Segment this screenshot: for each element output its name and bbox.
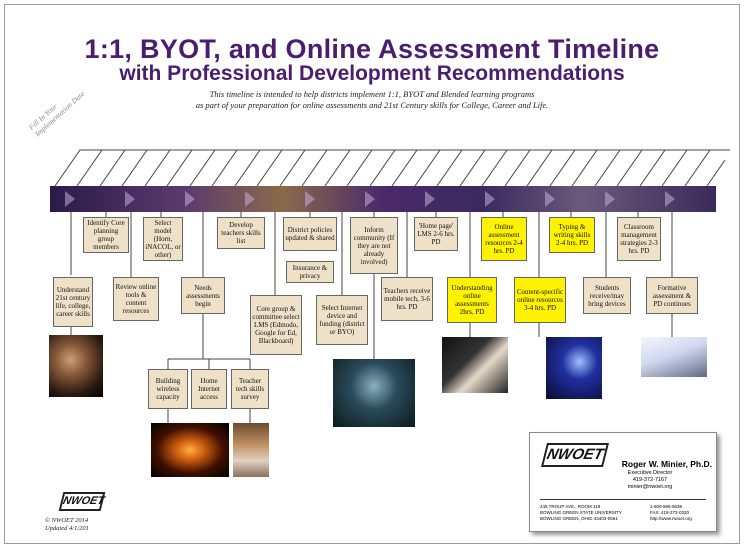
card-divider: [540, 499, 706, 500]
nwoet-card-logo: NWOET: [541, 443, 609, 467]
step-formative-assessment: Formative assessment & PD continues: [646, 277, 698, 314]
card-addr-line-1: 245 TROUP AVE., ROOM 119: [540, 504, 601, 509]
card-contact: 1-800-966-9638 FAX: 419-372-0320 http://…: [650, 504, 692, 522]
page-title: 1:1, BYOT, and Online Assessment Timelin…: [84, 34, 660, 64]
step-teachers-mobile-tech: Teachers receive mobile tech, 3-6 hrs. P…: [381, 277, 433, 321]
connector-lines: [54, 149, 730, 423]
timeline-band: [50, 186, 716, 212]
arrow-icon: [125, 191, 135, 207]
step-needs-assessments: Needs assessments begin: [181, 277, 225, 314]
step-home-page-lms: 'Home page' LMS 2-6 hrs. PD: [414, 217, 458, 251]
online-screen-photo: [546, 337, 602, 399]
intro-line-2: as part of your preparation for online a…: [195, 100, 549, 110]
card-address: 245 TROUP AVE., ROOM 119 BOWLING GREEN S…: [540, 504, 622, 522]
copyright-text: © NWOET 2014: [45, 517, 89, 524]
step-develop-skills: Develop teachers skills list: [217, 217, 265, 249]
students-graduation-photo: [49, 335, 103, 397]
card-addr-line-2: BOWLING GREEN STATE UNIVERSITY: [540, 510, 622, 515]
step-select-model: Select model (Horn, iNACOL, or other): [143, 217, 183, 261]
step-understand-21st: Understand 21st century life, college, c…: [53, 277, 93, 327]
arrow-icon: [485, 191, 495, 207]
sub-teacher-skills-survey: Teacher tech skills survey: [231, 369, 269, 409]
step-review-tools: Review online tools & content resources: [113, 277, 159, 321]
step-insurance-privacy: Insurance & privacy: [286, 261, 334, 283]
intro-line-1: This timeline is intended to help distri…: [209, 89, 535, 99]
card-email: minier@nwoet.org: [627, 484, 673, 490]
step-select-lms: Core group & committee select LMS (Edmod…: [250, 295, 302, 355]
arrow-icon: [605, 191, 615, 207]
card-phone: 419-372-7167: [632, 477, 668, 483]
arrow-icon: [185, 191, 195, 207]
step-identify-core: Identify Core planning group members: [83, 217, 129, 253]
step-typing-writing: Typing & writing skills 2-4 hrs. PD: [549, 217, 595, 253]
wireless-light-trails-photo: [151, 423, 229, 477]
page-subtitle: with Professional Development Recommenda…: [119, 62, 625, 85]
arrow-icon: [245, 191, 255, 207]
arrow-icon: [365, 191, 375, 207]
step-content-specific: Content-specific online resources 3-4 hr…: [514, 277, 566, 323]
contact-card: NWOET Roger W. Minier, Ph.D. Executive D…: [529, 432, 717, 532]
card-web: http://www.nwoet.org: [650, 516, 692, 521]
arrow-icon: [425, 191, 435, 207]
sub-wireless-capacity: Building wireless capacity: [148, 369, 188, 409]
card-addr-line-3: BOWLING GREEN, OHIO 43403-0561: [540, 516, 618, 521]
card-tel: 1-800-966-9638: [650, 504, 683, 509]
step-select-device: Select Internet device and funding (dist…: [316, 295, 368, 345]
step-understanding-assessments: Understanding online assessments 2hrs. P…: [447, 277, 497, 323]
step-district-policies: District policies updated & shared: [283, 217, 337, 251]
arrow-icon: [545, 191, 555, 207]
card-fax: FAX: 419-372-0320: [650, 510, 690, 515]
step-online-assessment-resources: Online assessment resources 2-4 hrs. PD: [481, 217, 527, 261]
writing-paper-photo: [641, 337, 707, 377]
sub-home-internet: Home Internet access: [191, 369, 227, 409]
arrow-icon: [665, 191, 675, 207]
arrow-icon: [65, 191, 75, 207]
nwoet-logo: NWOET: [58, 492, 106, 511]
step-classroom-management: Classroom management strategies 2-3 hrs.…: [617, 217, 661, 261]
arrow-icon: [305, 191, 315, 207]
teacher-survey-photo: [233, 423, 269, 477]
card-name: Roger W. Minier, Ph.D.: [621, 459, 712, 469]
step-inform-community: Inform community (If they are not alread…: [350, 217, 398, 274]
updated-text: Updated 4/1/201: [45, 525, 89, 532]
card-role: Executive Director: [627, 470, 673, 476]
step-students-devices: Students receive/may bring devices: [583, 277, 631, 314]
timeline-poster: 1:1, BYOT, and Online Assessment Timelin…: [4, 4, 740, 544]
typing-keyboard-photo: [442, 337, 508, 393]
students-computer-lab-photo: [333, 359, 415, 427]
